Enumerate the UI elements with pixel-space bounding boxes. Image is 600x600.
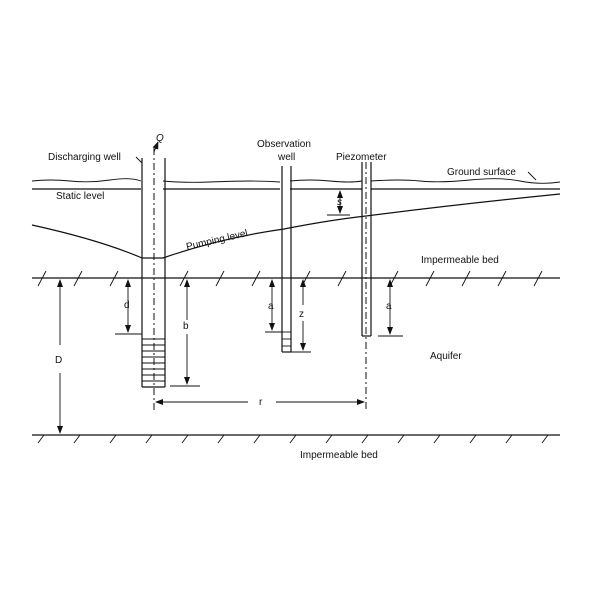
piezometer-label: Piezometer — [336, 152, 387, 163]
discharging-well-label: Discharging well — [48, 152, 121, 163]
obs-depth-label: z — [299, 309, 304, 320]
pumping-level-label: Pumping level — [185, 228, 249, 253]
impermeable-bed-top — [32, 270, 560, 287]
piezometer-depth-label: a — [386, 301, 392, 312]
casing-depth-label: d — [124, 300, 130, 311]
drawdown-label: s — [337, 197, 342, 208]
discharge-label: Q — [156, 133, 164, 144]
ground-surface-label: Ground surface — [447, 167, 516, 178]
discharge-arrow-icon — [152, 141, 159, 153]
observation-well — [281, 166, 292, 353]
aquifer-thickness-label: D — [55, 355, 62, 366]
piezometer — [361, 162, 372, 410]
well-depth-label: b — [183, 321, 189, 332]
aquifer-label: Aquifer — [430, 351, 462, 362]
impermeable-bed-bottom — [32, 434, 560, 444]
obs-casing-label: a — [268, 301, 274, 312]
ground-surface-line — [31, 178, 561, 184]
radial-distance-label: r — [259, 397, 263, 408]
discharging-well — [141, 141, 166, 410]
impermeable-bed-bottom-label: Impermeable bed — [300, 450, 378, 461]
pumping-level-curve — [31, 193, 561, 259]
observation-well-label-2: well — [277, 152, 295, 163]
observation-well-label-1: Observation — [257, 139, 311, 150]
static-level-label: Static level — [56, 191, 104, 202]
impermeable-bed-top-label: Impermeable bed — [421, 255, 499, 266]
